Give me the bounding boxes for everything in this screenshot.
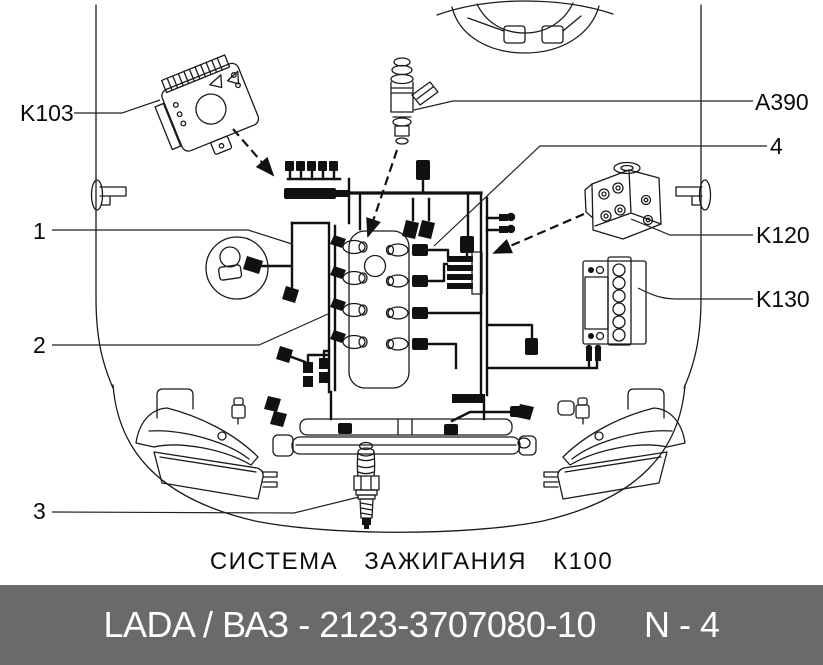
car-body-outline bbox=[90, 0, 712, 533]
oil-cap bbox=[363, 254, 387, 278]
callout-leaders bbox=[51, 99, 767, 514]
ignition-wiring-diagram: K103 A390 4 K120 K130 1 2 3 bbox=[20, 0, 810, 533]
callout-1-leader bbox=[52, 229, 293, 245]
ignition-coils-left bbox=[330, 235, 368, 350]
hood-hinge-right bbox=[675, 179, 712, 211]
diagram-caption: СИСТЕМА ЗАЖИГАНИЯ К100 bbox=[209, 548, 614, 575]
callout-labels: K103 A390 4 K120 K130 1 2 3 bbox=[20, 89, 810, 524]
callout-3-leader bbox=[51, 496, 360, 514]
callout-2-leader bbox=[52, 313, 329, 346]
throttle-connector bbox=[205, 221, 299, 303]
headlight-left bbox=[135, 388, 278, 500]
steering-wheel bbox=[436, 0, 614, 54]
battery-k130 bbox=[582, 256, 647, 361]
coil-pack-arrow bbox=[492, 212, 585, 255]
engine-valve-cover bbox=[330, 230, 483, 389]
callout-2-label: 2 bbox=[33, 332, 46, 358]
callout-4-label: 4 bbox=[770, 133, 783, 159]
footer-sheet-number: N - 4 bbox=[643, 604, 720, 645]
callout-k120-label: K120 bbox=[756, 222, 810, 248]
spark-plug-leads-right bbox=[385, 243, 483, 370]
callout-1-label: 1 bbox=[33, 218, 46, 244]
injector-a390 bbox=[366, 57, 439, 238]
ecu-arrow bbox=[232, 128, 275, 177]
connector-near-right-headlight bbox=[516, 404, 534, 420]
footer-part-number: LADA / ВАЗ - 2123-3707080-10 bbox=[103, 604, 597, 645]
wiring-harness bbox=[205, 160, 599, 403]
hood-hinge-left bbox=[90, 179, 127, 211]
callout-3-label: 3 bbox=[33, 498, 46, 524]
callout-k103-leader bbox=[74, 99, 161, 114]
callout-k103-label: K103 bbox=[20, 100, 74, 126]
callout-k130-label: K130 bbox=[756, 286, 810, 312]
callout-a390-leader bbox=[413, 100, 753, 111]
spark-plug bbox=[353, 441, 380, 529]
wiring-rail bbox=[264, 390, 537, 457]
footer-bar: LADA / ВАЗ - 2123-3707080-10 N - 4 bbox=[0, 585, 823, 665]
ecu-connector bbox=[284, 188, 336, 199]
callout-a390-label: A390 bbox=[755, 89, 809, 115]
callout-k130-leader bbox=[637, 287, 753, 300]
headlight-right bbox=[543, 388, 686, 500]
coil-pack-k120 bbox=[492, 161, 662, 255]
callout-4-leader bbox=[433, 145, 767, 247]
callout-k120-leader bbox=[630, 218, 753, 236]
ignition-module-connector bbox=[447, 236, 483, 295]
ecu-k103 bbox=[154, 54, 275, 177]
